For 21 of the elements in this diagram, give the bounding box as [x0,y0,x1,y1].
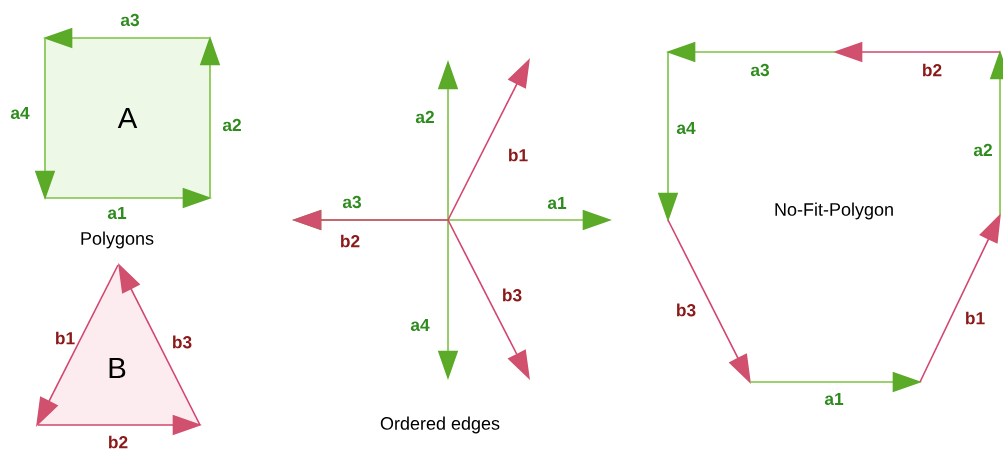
edge-name: a1 [107,206,127,220]
edge-name: b2 [923,63,942,77]
edge-name: a1 [547,196,567,210]
caption: Polygons [81,231,154,249]
edge-name: a1 [824,392,844,406]
edge-name: b1 [966,311,985,325]
edge-name: a2 [973,143,992,157]
edge-name: b3 [173,335,192,349]
edge-name: b3 [503,288,522,302]
edge-name: a3 [750,63,769,77]
square-polygon: A [45,38,210,198]
caption: No-Fit-Polygon [775,202,893,220]
edge-name: b1 [56,331,75,345]
edge-name: b2 [341,234,360,248]
edge-name: a4 [410,318,430,332]
edge-name: a3 [342,195,361,209]
edge-name: b3 [677,303,696,317]
edge-name: a4 [676,121,696,135]
edge-name: a2 [415,110,434,124]
caption: Ordered edges [380,416,500,434]
edge-name: b1 [509,148,528,162]
